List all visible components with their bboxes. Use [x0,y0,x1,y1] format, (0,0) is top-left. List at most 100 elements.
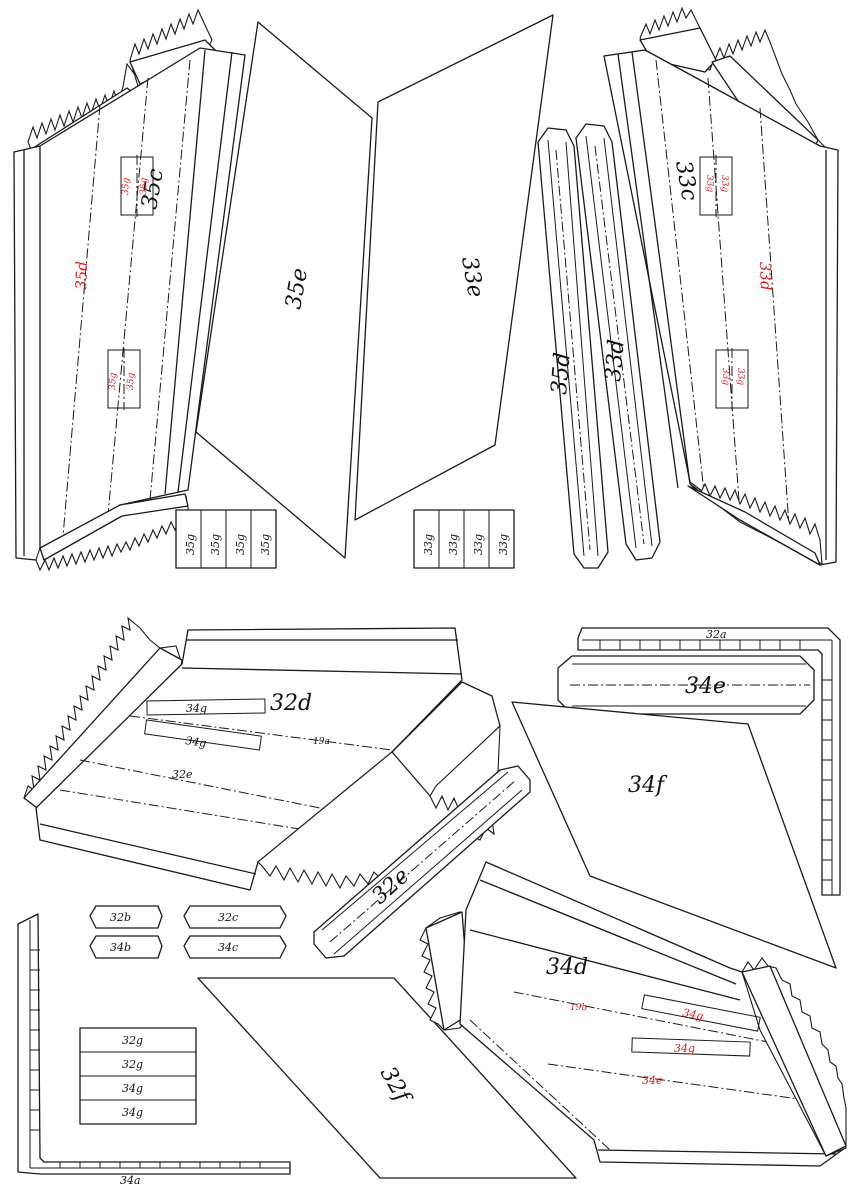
edge-35c-d [177,51,233,493]
part-32f: 32f [197,977,577,1179]
strip-33g-label-3: 33g [472,534,485,555]
marker-label-34d-19b: 19b [570,1003,587,1013]
label-34b: 34b [110,941,131,954]
strip-35g-label-4: 35g [259,534,272,555]
label-33d-bar: 33d [601,338,630,382]
edge-33c-a [617,53,679,489]
edge-34d-top2 [469,929,741,1001]
bar-33d [575,123,661,561]
part-34d: 34d 19b 34g 34g 34e [419,861,847,1167]
strip-33g: 33g 33g 33g 33g [413,509,515,569]
strip-35g-label-1: 35g [184,534,197,555]
strip-32a [577,627,841,896]
panel-34f [511,701,837,969]
bar-33d-edge-1 [585,135,637,549]
marker-34g-b [144,719,262,751]
strip-32g-34g: 32g 32g 34g 34g [79,1027,197,1125]
fold-32d-1 [129,715,393,751]
bar-35d-edge-1 [547,139,585,557]
marker-label-33g-c: 33g [720,368,731,386]
marker-label-35d: 35d [72,261,91,290]
fold-34d-1 [513,991,769,1043]
strip-34a [17,913,291,1175]
marker-34d-34g-a [641,994,761,1032]
marker-label-35g-c: 35g [108,372,119,390]
label-34d: 34d [546,955,588,980]
marker-label-33d: 33d [756,262,775,291]
marker-label-34d-34e: 34e [642,1074,663,1087]
block-34b [89,935,163,959]
fold-35c-1 [61,104,101,549]
strip-32a-ticks [599,640,832,881]
glue-tab-zigzag-top-35c [27,62,144,153]
strip-g-label-1: 32g [122,1034,143,1047]
fold-32d-3 [59,789,331,835]
label-34e-bar: 34e [685,674,726,699]
marker-label-35g-d: 35g [126,372,137,390]
strip-35g: 35g 35g 35g 35g [175,509,277,569]
bar-32e-edge-2 [333,789,523,955]
bar-35d-fold [555,149,591,551]
part-32a: 32a [577,627,841,896]
marker-label-32d-34g-a: 34g [186,702,207,715]
strip-33g-label-1: 33g [422,534,435,555]
edge-34d-bot [597,1149,837,1155]
strip-34a-ticks [30,949,261,1168]
strip-g-label-4: 34g [122,1106,143,1119]
glue-flap-bottom-35c [39,493,189,561]
part-35d-bar: 35d [537,127,609,569]
label-32a: 32a [706,628,727,641]
marker-label-33g-b: 33g [719,175,730,193]
part-35c: 35c 35d 35g 35g 35g 35g [13,8,246,572]
glue-flap-right-34d [741,965,847,1157]
marker-label-32d-34g-b: 34g [185,734,208,750]
fold-33c-3 [759,107,791,541]
fold-34d-2 [547,1063,807,1101]
fold-34d-3 [469,1019,611,1151]
bar-33d-fold [594,145,645,545]
marker-label-33g-d: 33g [735,368,746,386]
panel-33e [354,14,554,521]
edge-35c-c [164,49,206,495]
edge-32d-top2 [181,667,463,675]
marker-34g-a [146,698,266,716]
fold-33c-2 [707,77,741,515]
marker-label-32d-32e: 32e [172,768,193,781]
strip-33g-label-4: 33g [497,534,510,555]
part-33c: 33c 33d 33g 33g 33g 33g [603,6,839,566]
bar-32e-edge-1 [321,771,509,931]
label-32c: 32c [218,911,238,924]
bar-35d-edge-2 [565,141,599,557]
fold-35c-2 [107,77,149,516]
strip-35g-label-2: 35g [209,534,222,555]
strip-33g-label-2: 33g [447,534,460,555]
bar-33d-edge-2 [603,137,653,547]
marker-34d-34g-b [631,1037,751,1057]
marker-label-32d-19a: 19a [313,737,330,747]
part-34f: 34f [511,701,837,969]
marker-label-35g-a: 35g [121,177,132,195]
strip-g-label-2: 32g [122,1058,143,1071]
strip-35g-label-3: 35g [234,534,247,555]
bar-32e-fold [329,779,517,943]
label-32b: 32b [110,911,131,924]
block-32c [183,905,287,929]
marker-label-34d-34g-b: 34g [674,1042,695,1055]
block-34c [183,935,287,959]
part-33d-bar: 33d [575,123,661,561]
label-35d-bar: 35d [547,351,576,395]
part-33e: 33e [354,14,554,521]
body-32d [35,627,463,891]
edge-32d-bot [39,823,257,875]
fold-33c-1 [655,59,705,493]
label-32d: 32d [270,691,312,716]
part-35e: 35e [195,21,373,559]
label-34a: 34a [120,1174,141,1187]
label-34c: 34c [218,941,238,954]
marker-label-34d-34g-a: 34g [681,1006,704,1023]
part-34a: 34a [17,913,291,1187]
edge-33c-b [631,51,691,485]
glue-flap-bottom-33c [687,485,821,566]
part-34e-bar: 34e [557,655,815,715]
